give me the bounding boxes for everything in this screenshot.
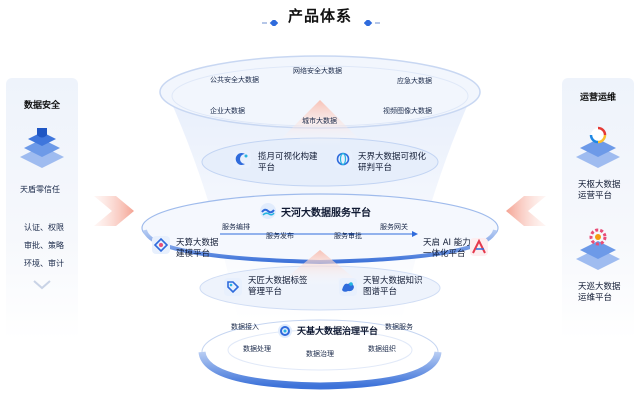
data-service: 数据服务 (385, 323, 413, 331)
chevron-down-icon (32, 276, 52, 290)
data-organization: 数据组织 (368, 345, 396, 353)
data-security-header: 数据安全 (23, 101, 60, 111)
data-governance: 数据治理 (306, 350, 334, 358)
ai-logo-icon (470, 238, 488, 256)
compute-logo-icon (152, 236, 170, 254)
top-item-public-security: 公共安全大数据 (210, 76, 259, 84)
tianji-platform-label: 天基大数据治理平台 (297, 327, 379, 337)
operations-panel: 运营运维 天枢大数据 运营平台 天巡大数据 运维平台 (562, 78, 634, 340)
tianjiang-platform-label: 天匠大数据标签 管理平台 (248, 276, 308, 297)
graph-logo-icon (339, 278, 357, 296)
shield-cube-icon (18, 126, 66, 172)
tianqi-platform-label: 天启 AI 能力 一体化平台 (423, 238, 471, 259)
data-security-panel: 数据安全 天盾零信任 认证、权限 审批、策略 环境、审计 (6, 78, 78, 340)
tianjie-platform-label: 天界大数据可视化 研判平台 (358, 152, 427, 173)
service-publish: 服务发布 (266, 232, 294, 240)
spiral-logo-icon (574, 126, 622, 172)
data-ingest: 数据接入 (231, 323, 259, 331)
security-feature-auth: 认证、权限 (24, 223, 64, 232)
tianshu-product-label: 天枢大数据 运营平台 (578, 180, 621, 201)
river-logo-icon (259, 202, 277, 220)
service-approval: 服务审批 (334, 232, 362, 240)
security-feature-audit: 环境、审计 (24, 259, 64, 268)
tianxun-product-label: 天巡大数据 运维平台 (578, 282, 621, 303)
title-left-decoration (262, 11, 279, 28)
top-item-network-security: 网络安全大数据 (293, 67, 342, 75)
title-right-decoration (363, 11, 380, 28)
top-item-video: 视频图像大数据 (383, 107, 432, 115)
moon-logo-icon (233, 150, 251, 168)
service-gateway: 服务网关 (380, 223, 408, 231)
foundation-logo-icon (277, 323, 293, 339)
tiansuan-platform-label: 天算大数据 建模平台 (176, 238, 219, 259)
top-item-emergency: 应急大数据 (397, 77, 432, 85)
right-arrow-icon (506, 196, 546, 226)
operations-header: 运营运维 (579, 93, 616, 103)
left-arrow-icon (94, 196, 134, 226)
lanyue-platform-label: 揽月可视化构建 平台 (258, 152, 318, 173)
page-title: 产品体系 (288, 7, 353, 25)
top-item-city: 城市大数据 (302, 117, 337, 125)
tianhe-platform-label: 天河大数据服务平台 (281, 208, 371, 219)
top-item-enterprise: 企业大数据 (210, 107, 245, 115)
gear-logo-icon (574, 228, 622, 274)
security-feature-approval: 审批、策略 (24, 241, 64, 250)
tag-logo-icon (224, 278, 242, 296)
tianzhi-platform-label: 天智大数据知识 图谱平台 (363, 276, 423, 297)
service-orchestration: 服务编排 (222, 223, 250, 231)
globe-logo-icon (334, 150, 352, 168)
zero-trust-product-label: 天盾零信任 (20, 185, 60, 194)
data-processing: 数据处理 (243, 345, 271, 353)
